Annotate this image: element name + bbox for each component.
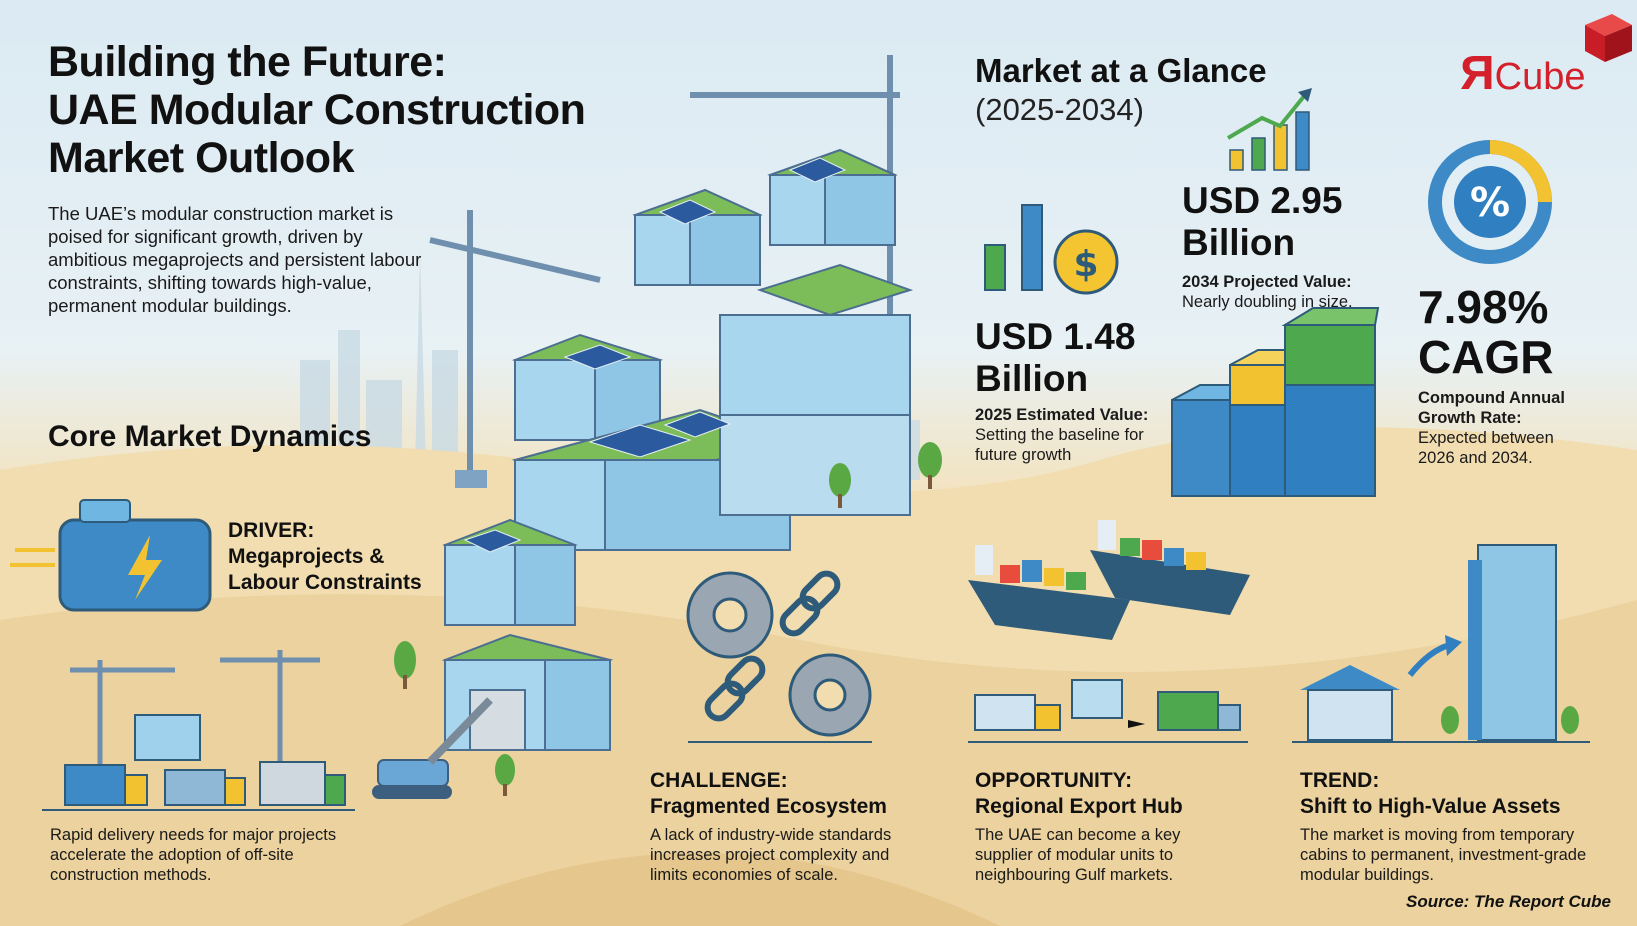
trend-desc: The market is moving from temporary cabi… bbox=[1300, 826, 1587, 884]
trend-arrow-icon bbox=[1226, 88, 1312, 171]
opportunity-desc: The UAE can become a key supplier of mod… bbox=[975, 826, 1181, 884]
cagr-desc: Expected between 2026 and 2034. bbox=[1418, 429, 1554, 467]
driver-label-1: DRIVER: bbox=[228, 519, 315, 542]
svg-text:$: $ bbox=[1073, 244, 1098, 285]
page-title: Building the Future: UAE Modular Constru… bbox=[48, 38, 648, 182]
logo: RCube bbox=[1460, 46, 1586, 101]
logo-text: Cube bbox=[1494, 56, 1586, 98]
value-2034-amount: USD 2.95 bbox=[1182, 180, 1343, 221]
cagr-label: Compound Annual Growth Rate: bbox=[1418, 389, 1565, 427]
opportunity-label: OPPORTUNITY: Regional Export Hub bbox=[975, 768, 1183, 820]
house-icon bbox=[1300, 665, 1400, 741]
challenge-label: CHALLENGE: Fragmented Ecosystem bbox=[650, 768, 887, 820]
driver-label-2: Megaprojects & bbox=[228, 545, 385, 568]
trend-arrow-icon bbox=[1407, 635, 1462, 677]
dollar-icon: $ bbox=[1053, 229, 1119, 295]
challenge-label-1: CHALLENGE: bbox=[650, 769, 788, 792]
cagr-value: 7.98% bbox=[1418, 281, 1549, 333]
percent-icon: % bbox=[1428, 140, 1552, 264]
tower-icon bbox=[1468, 544, 1557, 741]
value-2025: USD 1.48 Billion bbox=[975, 316, 1135, 400]
crane-icon bbox=[429, 55, 900, 480]
truck-icon bbox=[974, 679, 1241, 731]
value-2034-unit: Billion bbox=[1182, 222, 1296, 263]
solar-panel-icon bbox=[463, 157, 847, 553]
value-2034-desc: Nearly doubling in size. bbox=[1182, 293, 1353, 311]
truck-icon bbox=[64, 650, 346, 806]
opportunity-label-2: Regional Export Hub bbox=[975, 795, 1183, 818]
source-credit: Source: The Report Cube bbox=[1406, 892, 1611, 911]
trend-label: TREND: Shift to High-Value Assets bbox=[1300, 768, 1561, 820]
core-dynamics-heading: Core Market Dynamics bbox=[48, 420, 372, 453]
trend-label-1: TREND: bbox=[1300, 769, 1380, 792]
driver-desc: Rapid delivery needs for major projects … bbox=[50, 826, 337, 884]
title-line-1: Building the Future: bbox=[48, 38, 447, 86]
challenge-label-2: Fragmented Ecosystem bbox=[650, 795, 887, 818]
bar-chart-icon bbox=[984, 204, 1043, 291]
value-2025-label: 2025 Estimated Value: bbox=[975, 406, 1149, 424]
ship-icon bbox=[968, 520, 1250, 640]
value-2034-caption: 2034 Projected Value: Nearly doubling in… bbox=[1182, 272, 1377, 312]
driver-label: DRIVER: Megaprojects & Labour Constraint… bbox=[228, 518, 422, 596]
value-2025-unit: Billion bbox=[975, 358, 1089, 399]
challenge-desc: A lack of industry-wide standards increa… bbox=[650, 826, 892, 884]
value-2034-label: 2034 Projected Value: bbox=[1182, 273, 1352, 291]
value-2025-amount: USD 1.48 bbox=[975, 316, 1136, 357]
title-line-2: UAE Modular Construction bbox=[48, 86, 586, 134]
title-line-3: Market Outlook bbox=[48, 134, 355, 182]
glance-period: (2025-2034) bbox=[975, 92, 1144, 127]
tree-icon bbox=[394, 442, 1579, 796]
trend-label-2: Shift to High-Value Assets bbox=[1300, 795, 1561, 818]
cagr-caption: Compound Annual Growth Rate: Expected be… bbox=[1418, 388, 1593, 468]
driver-label-3: Labour Constraints bbox=[228, 571, 422, 594]
cagr-unit: CAGR bbox=[1418, 331, 1554, 383]
intro-text: The UAE’s modular construction market is… bbox=[48, 203, 422, 316]
opportunity-label-1: OPPORTUNITY: bbox=[975, 769, 1133, 792]
glance-heading: Market at a Glance bbox=[975, 52, 1267, 89]
excavator-icon bbox=[372, 697, 493, 799]
value-2025-caption: 2025 Estimated Value: Setting the baseli… bbox=[975, 405, 1175, 465]
cagr: 7.98% CAGR bbox=[1418, 282, 1553, 382]
svg-text:%: % bbox=[1470, 180, 1510, 226]
value-2025-desc: Setting the baseline for future growth bbox=[975, 426, 1144, 464]
gear-icon bbox=[686, 571, 872, 737]
engine-icon bbox=[10, 499, 212, 612]
value-2034: USD 2.95 Billion bbox=[1182, 180, 1342, 264]
growth-blocks bbox=[1171, 307, 1380, 497]
chain-icon bbox=[704, 570, 841, 722]
logo-mark: R bbox=[1460, 47, 1495, 100]
logo-cube-icon bbox=[1585, 14, 1632, 62]
